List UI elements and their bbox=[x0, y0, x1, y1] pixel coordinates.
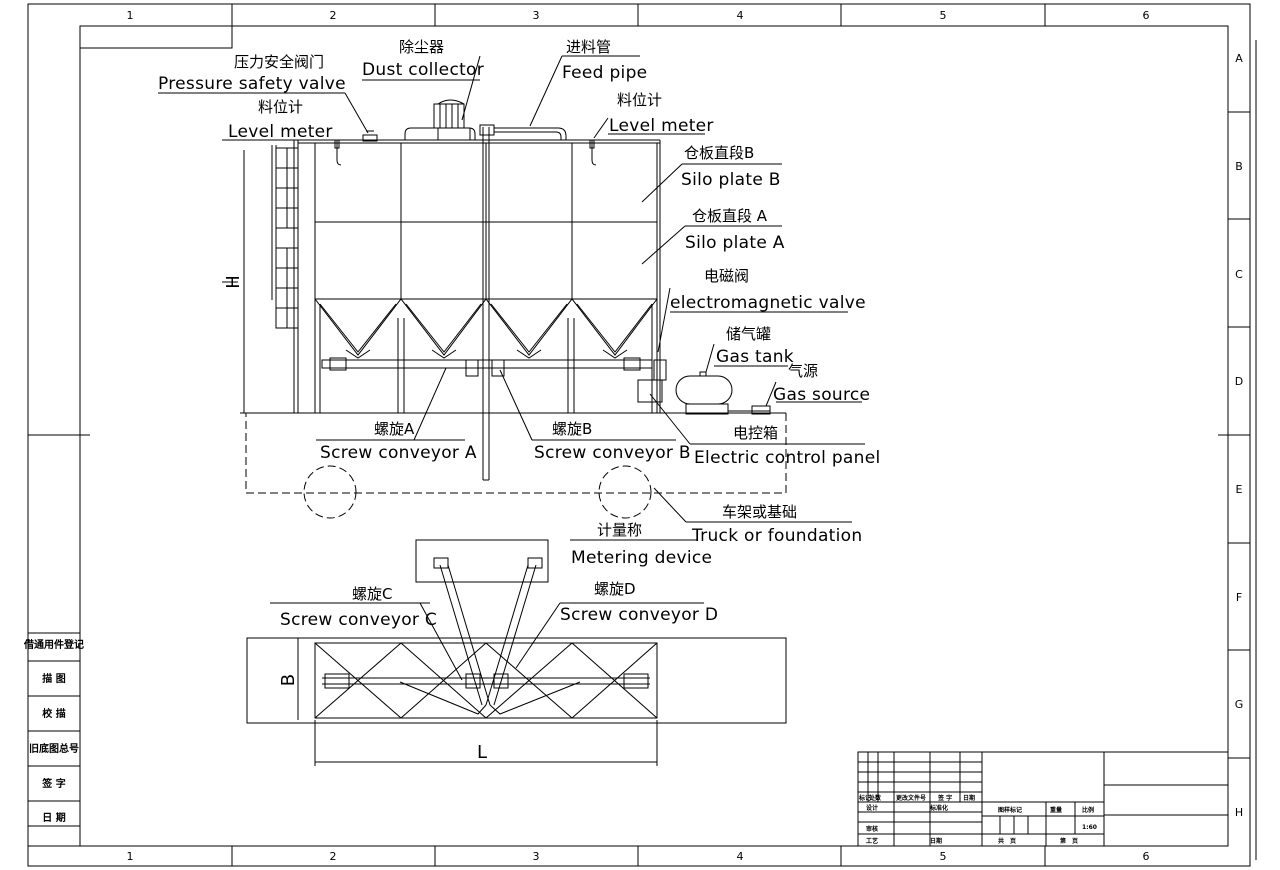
gas-source-en: Gas source bbox=[773, 385, 870, 405]
dust-collector-en: Dust collector bbox=[362, 60, 484, 80]
grid-labels: 1 2 3 4 5 6 1 2 3 4 5 6 A B C D E F G H bbox=[127, 9, 1244, 863]
row-g: G bbox=[1235, 698, 1244, 711]
side-cell-3: 校 描 bbox=[42, 707, 65, 720]
silo-elevation bbox=[222, 99, 787, 519]
dust-collector-cn: 除尘器 bbox=[399, 38, 444, 56]
screw-c-cn: 螺旋C bbox=[352, 585, 392, 603]
screw-a-en: Screw conveyor A bbox=[320, 443, 477, 463]
side-cell-6: 日 期 bbox=[42, 811, 65, 824]
col-top-6: 6 bbox=[1143, 9, 1150, 22]
tb-weight: 重量 bbox=[1050, 806, 1062, 814]
tb-standardization: 标准化 bbox=[929, 804, 948, 812]
truck-cn: 车架或基础 bbox=[722, 503, 797, 521]
level-meter-left-en: Level meter bbox=[228, 122, 333, 142]
silo-plate-b-en: Silo plate B bbox=[681, 170, 781, 190]
inner-frame bbox=[79, 25, 1229, 847]
dimension-height: H bbox=[223, 275, 244, 289]
tb-design: 设计 bbox=[866, 804, 878, 812]
col-top-5: 5 bbox=[940, 9, 947, 22]
tb-review: 审核 bbox=[866, 825, 878, 833]
em-valve-cn: 电磁阀 bbox=[704, 267, 749, 285]
tb-header-sign: 签 字 bbox=[937, 794, 952, 802]
tb-process: 工艺 bbox=[866, 837, 878, 845]
screw-d-en: Screw conveyor D bbox=[560, 605, 718, 625]
screw-b-en: Screw conveyor B bbox=[534, 443, 691, 463]
metering-en: Metering device bbox=[571, 548, 712, 568]
screw-c-en: Screw conveyor C bbox=[280, 610, 437, 630]
level-meter-left-cn: 料位计 bbox=[258, 98, 303, 116]
tb-sheet-no: 第 页 bbox=[1059, 837, 1078, 845]
corner-box bbox=[79, 25, 233, 49]
silo-plate-a-en: Silo plate A bbox=[685, 233, 785, 253]
row-c: C bbox=[1235, 268, 1243, 281]
tb-date: 日期 bbox=[930, 837, 942, 845]
leader-lines bbox=[158, 55, 865, 681]
level-meter-right-cn: 料位计 bbox=[617, 91, 662, 109]
row-e: E bbox=[1236, 483, 1243, 496]
component-labels: 压力安全阀门 Pressure safety valve 除尘器 Dust co… bbox=[158, 38, 881, 630]
feed-pipe-en: Feed pipe bbox=[562, 63, 647, 83]
dimension-width: B bbox=[278, 674, 299, 686]
gas-tank-cn: 储气罐 bbox=[726, 325, 771, 343]
col-bottom-4: 4 bbox=[737, 850, 744, 863]
col-top-4: 4 bbox=[737, 9, 744, 22]
side-cell-1: 借通用件登记 bbox=[23, 638, 84, 651]
gas-source-cn: 气源 bbox=[788, 362, 818, 380]
side-table-text: 借通用件登记 描 图 校 描 旧底图总号 签 字 日 期 bbox=[23, 638, 84, 824]
col-bottom-1: 1 bbox=[127, 850, 134, 863]
col-top-2: 2 bbox=[330, 9, 337, 22]
side-table bbox=[27, 632, 81, 847]
tb-header-date: 日期 bbox=[963, 794, 975, 802]
tb-scale-value: 1:60 bbox=[1082, 824, 1097, 831]
screw-b-cn: 螺旋B bbox=[552, 420, 592, 438]
gas-tank-en: Gas tank bbox=[716, 347, 794, 367]
dimension-length: L bbox=[477, 742, 487, 763]
title-block bbox=[857, 751, 1229, 847]
level-meter-right-en: Level meter bbox=[609, 116, 714, 136]
plan-view bbox=[246, 539, 787, 766]
side-cell-2: 描 图 bbox=[42, 672, 65, 685]
truck-en: Truck or foundation bbox=[691, 526, 862, 546]
feed-pipe-cn: 进料管 bbox=[566, 38, 611, 56]
col-bottom-5: 5 bbox=[940, 850, 947, 863]
col-top-3: 3 bbox=[533, 9, 540, 22]
side-cell-4: 旧底图总号 bbox=[29, 742, 79, 755]
tb-header-count: 处数 bbox=[868, 794, 882, 802]
tb-scale-label: 比例 bbox=[1082, 806, 1094, 814]
col-bottom-2: 2 bbox=[330, 850, 337, 863]
pressure-valve-en: Pressure safety valve bbox=[158, 74, 346, 94]
col-bottom-3: 3 bbox=[533, 850, 540, 863]
row-a: A bbox=[1235, 52, 1243, 65]
silo-plate-a-cn: 仓板直段 A bbox=[692, 207, 768, 225]
em-valve-en: electromagnetic valve bbox=[670, 293, 866, 313]
control-panel-en: Electric control panel bbox=[694, 448, 881, 468]
tb-header-file: 更改文件号 bbox=[896, 794, 926, 802]
row-h: H bbox=[1235, 806, 1243, 819]
tb-header-mark: 标记 bbox=[858, 794, 871, 802]
row-f: F bbox=[1236, 591, 1242, 604]
metering-cn: 计量称 bbox=[597, 521, 642, 539]
tb-total-sheets: 共 页 bbox=[998, 837, 1016, 845]
pressure-valve-cn: 压力安全阀门 bbox=[234, 53, 324, 71]
col-bottom-6: 6 bbox=[1143, 850, 1150, 863]
silo-plate-b-cn: 仓板直段B bbox=[684, 144, 754, 162]
tb-drawing-mark: 图样标记 bbox=[998, 806, 1022, 814]
row-d: D bbox=[1235, 375, 1243, 388]
screw-a-cn: 螺旋A bbox=[374, 420, 415, 438]
side-cell-5: 签 字 bbox=[41, 777, 65, 790]
title-block-text: 标记 处数 更改文件号 签 字 日期 设计 标准化 审核 工艺 日期 图样标记 … bbox=[858, 794, 1097, 845]
row-b: B bbox=[1235, 160, 1243, 173]
col-top-1: 1 bbox=[127, 9, 134, 22]
screw-d-cn: 螺旋D bbox=[594, 580, 636, 598]
control-panel-cn: 电控箱 bbox=[733, 424, 778, 442]
